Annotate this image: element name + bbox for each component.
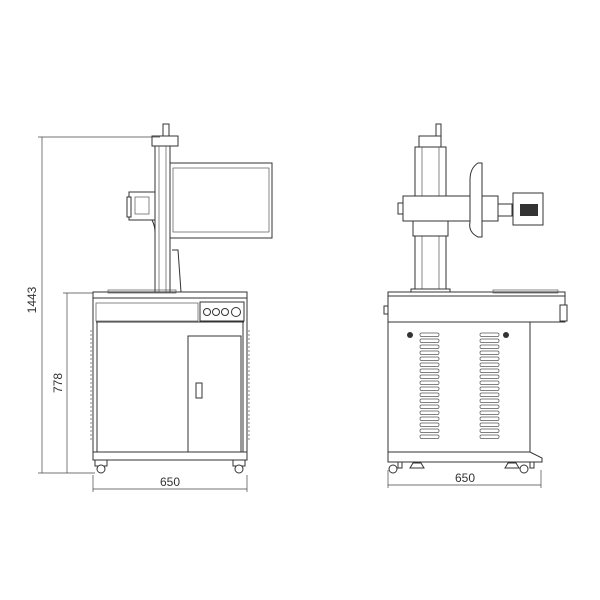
vent-slat bbox=[479, 416, 500, 421]
vent-slat bbox=[479, 332, 500, 337]
vent-slat bbox=[479, 434, 500, 439]
vent-slat bbox=[479, 428, 500, 433]
vent-slat bbox=[479, 380, 500, 385]
dimension-label-front-width: 650 bbox=[160, 475, 180, 489]
emergency-stop-icon bbox=[231, 307, 241, 317]
casters-and-feet bbox=[388, 461, 535, 474]
dimension-label-total-height: 1443 bbox=[25, 286, 39, 313]
vent-slat bbox=[479, 410, 500, 415]
vent-left bbox=[419, 332, 440, 439]
vent-slat bbox=[419, 386, 440, 391]
dimension-label-side-depth: 650 bbox=[455, 471, 475, 485]
laser-head bbox=[126, 191, 156, 233]
vent-slat bbox=[419, 356, 440, 361]
control-button-icon bbox=[221, 308, 229, 316]
vent-slat bbox=[479, 368, 500, 373]
dimension-label-cabinet-height: 778 bbox=[51, 373, 65, 393]
vent-slat bbox=[419, 344, 440, 349]
vent-slat bbox=[479, 398, 500, 403]
casters bbox=[94, 459, 246, 474]
vent-slat bbox=[479, 362, 500, 367]
dimension-lines bbox=[387, 470, 542, 488]
front-view: 1443 778 650 bbox=[25, 123, 273, 492]
cabinet bbox=[383, 289, 568, 463]
vent-slat bbox=[479, 422, 500, 427]
vent-slat bbox=[419, 380, 440, 385]
vent-slat bbox=[419, 428, 440, 433]
vent-slat bbox=[419, 350, 440, 355]
vent-right bbox=[479, 332, 500, 439]
side-view: 650 bbox=[383, 123, 568, 488]
monitor bbox=[469, 162, 483, 238]
door-handle-icon bbox=[195, 382, 203, 399]
vent-slat bbox=[419, 362, 440, 367]
monitor bbox=[169, 162, 273, 239]
vent-slat bbox=[419, 338, 440, 343]
vent-slat bbox=[419, 416, 440, 421]
vent-slat bbox=[419, 332, 440, 337]
vent-slat bbox=[479, 386, 500, 391]
arm bbox=[397, 195, 513, 222]
vent-slat bbox=[479, 404, 500, 409]
vent-slat bbox=[419, 434, 440, 439]
vent-slat bbox=[479, 338, 500, 343]
vent-slat bbox=[419, 404, 440, 409]
top-cap bbox=[418, 123, 442, 148]
vent-slat bbox=[479, 350, 500, 355]
vent-slat bbox=[419, 392, 440, 397]
cabinet-door bbox=[187, 335, 242, 453]
vent-slat bbox=[479, 356, 500, 361]
dimension-lines bbox=[38, 136, 248, 492]
laser-head bbox=[512, 192, 544, 226]
vent-slat bbox=[479, 344, 500, 349]
control-knob-icon bbox=[203, 308, 211, 316]
vent-slat bbox=[419, 368, 440, 373]
vent-slat bbox=[419, 374, 440, 379]
control-button-icon bbox=[212, 308, 220, 316]
vent-slat bbox=[419, 410, 440, 415]
vent-slat bbox=[479, 392, 500, 397]
cabinet bbox=[90, 289, 250, 461]
top-cap bbox=[151, 123, 179, 147]
vent-slat bbox=[419, 422, 440, 427]
control-panel bbox=[199, 301, 245, 322]
vent-slat bbox=[479, 374, 500, 379]
vent-slat bbox=[419, 398, 440, 403]
